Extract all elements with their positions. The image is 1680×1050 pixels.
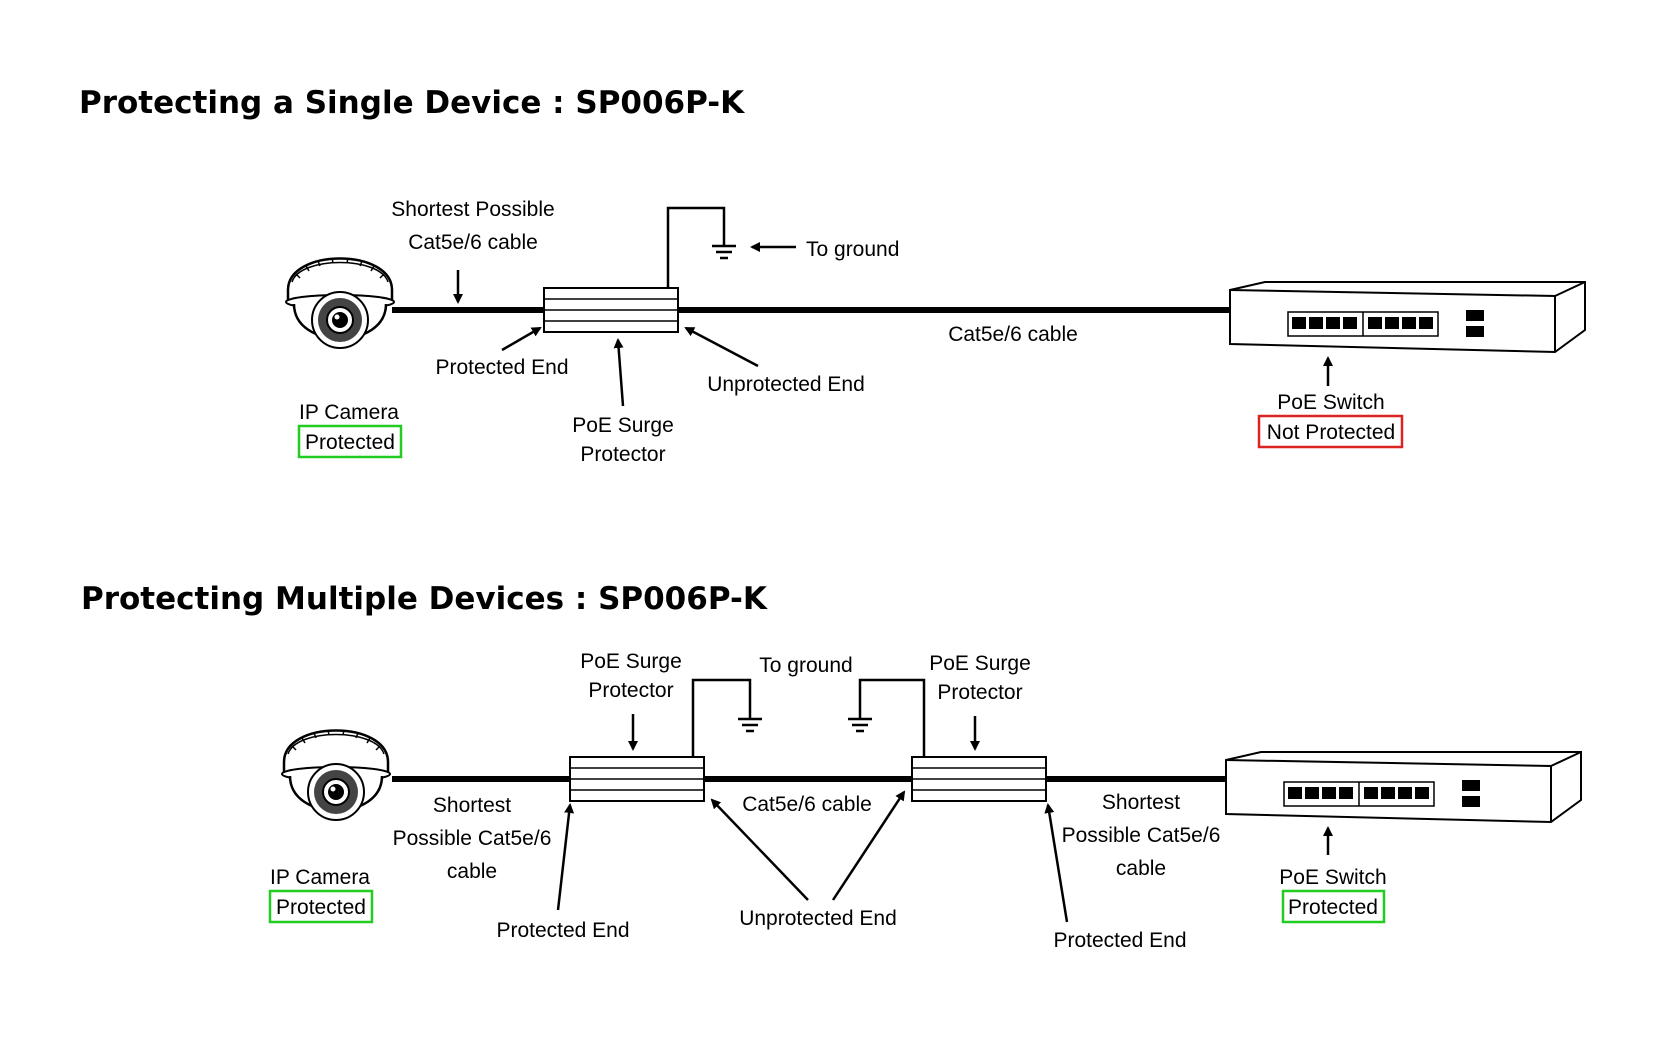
camera-status-2: Protected xyxy=(276,896,366,919)
protected-end-right-arrow xyxy=(1044,803,1069,923)
surge-protector-right-icon xyxy=(911,756,1047,802)
surge-arrow xyxy=(613,338,625,407)
ground-symbol-left-icon xyxy=(736,703,764,733)
unprotected-end-label: Unprotected End xyxy=(707,373,865,396)
camera-label: IP Camera xyxy=(299,401,399,424)
poe-switch-icon xyxy=(1229,281,1586,353)
shortest-right-line3: cable xyxy=(1116,857,1166,880)
shortest-left-line2: Possible Cat5e/6 xyxy=(393,827,552,850)
shortest-left-line3: cable xyxy=(447,860,497,883)
protected-end-right-label: Protected End xyxy=(1053,929,1186,952)
ground-wire-right xyxy=(858,678,926,757)
ip-camera-icon-2 xyxy=(280,728,392,822)
switch-label-2: PoE Switch xyxy=(1279,866,1386,889)
cat-cable-label-2: Cat5e/6 cable xyxy=(742,793,872,816)
shortest-cable-label-line1: Shortest Possible xyxy=(391,198,554,221)
shortest-left-line1: Shortest xyxy=(433,794,511,817)
shortest-cable-label-line2: Cat5e/6 cable xyxy=(408,231,538,254)
shortest-right-line1: Shortest xyxy=(1102,791,1180,814)
surge-label-line2: Protector xyxy=(580,443,665,466)
ground-symbol-right-icon xyxy=(846,703,874,733)
to-ground-label-2: To ground xyxy=(759,654,852,677)
surge-right-label-line1: PoE Surge xyxy=(929,652,1031,675)
poe-switch-icon-2 xyxy=(1225,751,1582,823)
surge-left-label-line1: PoE Surge xyxy=(580,650,682,673)
unprotected-end-arrow-right xyxy=(831,790,906,901)
camera-status: Protected xyxy=(305,431,395,454)
section-title-multiple: Protecting Multiple Devices : SP006P-K xyxy=(81,581,768,617)
protected-end-arrow xyxy=(501,326,542,352)
surge-right-label-line2: Protector xyxy=(937,681,1022,704)
ip-camera-icon xyxy=(284,256,396,350)
status-box-protected-2 xyxy=(268,889,374,924)
switch-status-2: Protected xyxy=(1288,896,1378,919)
to-ground-label: To ground xyxy=(806,238,899,261)
surge-label-line1: PoE Surge xyxy=(572,414,674,437)
switch-label: PoE Switch xyxy=(1277,391,1384,414)
surge-protector-icon xyxy=(543,287,679,333)
status-box-protected-3 xyxy=(1281,889,1386,924)
ground-wire xyxy=(666,206,726,288)
unprotected-end-arrow-left xyxy=(710,798,809,901)
surge-left-label-line2: Protector xyxy=(588,679,673,702)
switch-status: Not Protected xyxy=(1267,421,1395,444)
protected-end-left-label: Protected End xyxy=(496,919,629,942)
ground-symbol-icon xyxy=(710,230,738,260)
section-title-single: Protecting a Single Device : SP006P-K xyxy=(79,85,745,121)
surge-protector-left-icon xyxy=(569,756,705,802)
status-box-protected xyxy=(297,424,403,459)
unprotected-end-label-2: Unprotected End xyxy=(739,907,897,930)
ground-wire-left xyxy=(691,678,752,757)
unprotected-end-arrow xyxy=(684,326,759,368)
status-box-not-protected xyxy=(1257,414,1404,449)
cat-cable-label: Cat5e/6 cable xyxy=(948,323,1078,346)
shortest-right-line2: Possible Cat5e/6 xyxy=(1062,824,1221,847)
protected-end-label: Protected End xyxy=(435,356,568,379)
camera-label-2: IP Camera xyxy=(270,866,370,889)
protected-end-left-arrow xyxy=(556,803,575,911)
